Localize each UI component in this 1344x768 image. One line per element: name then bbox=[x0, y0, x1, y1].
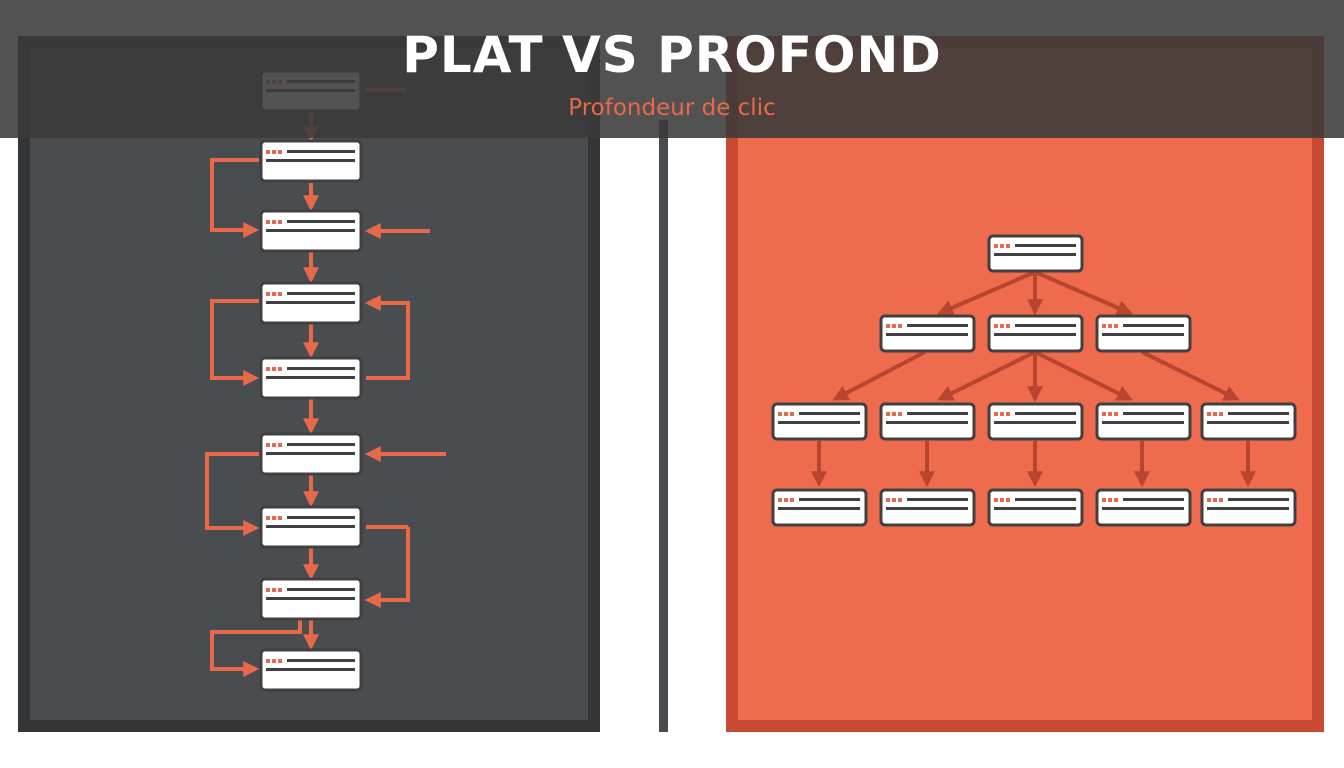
deep-node bbox=[987, 234, 1084, 273]
flat-nodes bbox=[259, 69, 363, 692]
flat-node bbox=[259, 432, 363, 476]
flat-node bbox=[259, 648, 363, 692]
deep-node bbox=[1200, 402, 1297, 441]
deep-connectors bbox=[811, 270, 1256, 488]
deep-node bbox=[1095, 488, 1192, 527]
deep-nodes bbox=[771, 234, 1297, 527]
flat-node bbox=[259, 209, 363, 253]
flat-node bbox=[259, 139, 363, 183]
divider bbox=[659, 120, 668, 732]
flat-node bbox=[259, 505, 363, 549]
page-title: PLAT VS PROFOND bbox=[402, 26, 942, 84]
deep-node bbox=[771, 488, 868, 527]
deep-node bbox=[1095, 402, 1192, 441]
deep-node bbox=[987, 314, 1084, 353]
deep-node bbox=[771, 402, 868, 441]
title-banner: PLAT VS PROFOND Profondeur de clic bbox=[0, 0, 1344, 138]
flat-node bbox=[259, 356, 363, 400]
deep-node bbox=[879, 314, 976, 353]
deep-node bbox=[879, 402, 976, 441]
flat-node bbox=[259, 281, 363, 325]
deep-node bbox=[987, 402, 1084, 441]
deep-node bbox=[1200, 488, 1297, 527]
deep-node bbox=[1095, 314, 1192, 353]
flat-node bbox=[259, 577, 363, 621]
deep-node bbox=[879, 488, 976, 527]
deep-panel bbox=[726, 36, 1324, 732]
deep-node bbox=[987, 488, 1084, 527]
page-subtitle: Profondeur de clic bbox=[568, 95, 776, 121]
flat-connectors bbox=[205, 88, 446, 677]
